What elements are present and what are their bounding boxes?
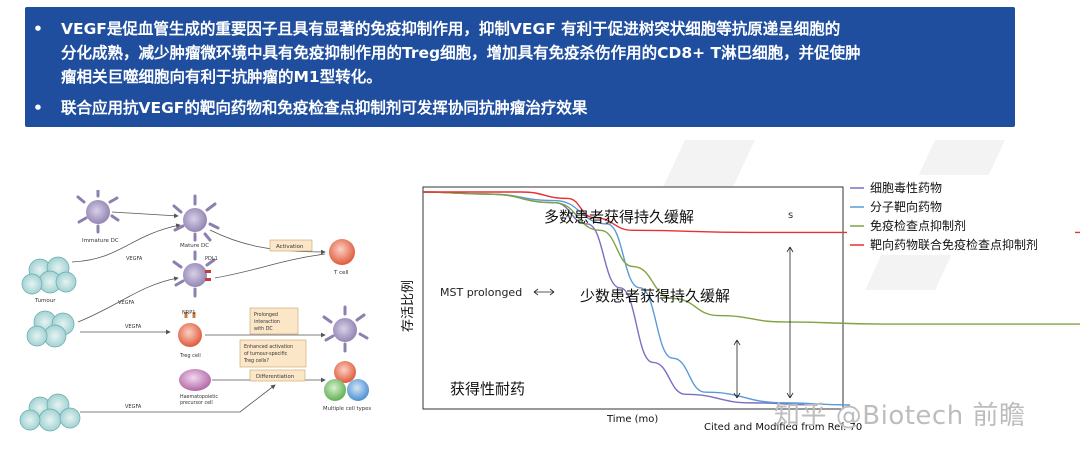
- differentiation-label: Differentiation: [256, 374, 294, 380]
- measure-arrow-1: [733, 339, 741, 399]
- t-cell: [329, 239, 355, 265]
- enhanced-line-3: Treg cells?: [243, 358, 269, 364]
- plot-frame: [422, 186, 844, 410]
- dc-cell-right: [322, 305, 369, 353]
- treg-label: Treg cell: [179, 353, 201, 359]
- vegfa-label-2: VEGFA: [118, 300, 135, 306]
- prolonged-line-2: interaction: [254, 319, 280, 325]
- bullet-1-line-1: VEGF是促血管生成的重要因子且具有显著的免疫抑制作用，抑制VEGF 有利于促进…: [61, 20, 841, 38]
- bullet-1-line-2: 分化成熟，减少肿瘤微环境中具有免疫抑制作用的Treg细胞，增加具有免疫杀伤作用的…: [61, 44, 861, 62]
- t-cell-label: T cell: [333, 270, 349, 276]
- mechanism-diagram: Tumour Immature DC Mature DC: [0, 188, 405, 435]
- s-label: s: [788, 210, 793, 221]
- vegfa-label-4: VEGFA: [125, 404, 142, 410]
- durable-most-label: 多数患者获得持久缓解: [544, 208, 694, 226]
- treg-cell: [178, 312, 202, 347]
- vegfa-label-3: VEGFA: [125, 324, 142, 330]
- bullet-2-text: 联合应用抗VEGF的靶向药物和免疫检查点抑制剂可发挥协同抗肿瘤治疗效果: [61, 99, 588, 117]
- x-axis-label: Time (mo): [606, 414, 658, 425]
- legend-label-2: 分子靶向药物: [870, 199, 942, 214]
- mature-dc-label: Mature DC: [180, 243, 209, 249]
- activation-box: [269, 239, 313, 252]
- enhanced-line-2: of tumour-specific: [244, 351, 288, 357]
- nrp1-label: NRP1: [182, 310, 195, 316]
- mature-dc-cell: [172, 194, 220, 242]
- multi-cell-red: [334, 361, 356, 383]
- y-axis-label: 存活比例: [401, 280, 416, 332]
- vegfa-label-1: VEGFA: [126, 256, 143, 262]
- mechanism-svg: Tumour Immature DC Mature DC: [19, 188, 371, 432]
- enhanced-line-1: Enhanced activation: [244, 344, 293, 350]
- multi-cell-blue: [347, 379, 369, 401]
- citation: Cited and Modified from Ref. 70: [704, 422, 862, 433]
- immature-dc-label: Immature DC: [82, 238, 119, 244]
- prolonged-box: [249, 307, 299, 335]
- haematopoietic-line-2: precursor cell: [180, 400, 213, 406]
- multiple-cells-label: Multiple cell types: [323, 406, 371, 412]
- legend-box: [847, 175, 1075, 255]
- activation-label: Activation: [276, 244, 304, 250]
- immature-dc-cell: [76, 188, 120, 234]
- mst-label: MST prolonged: [440, 286, 522, 299]
- differentiation-box: [249, 369, 306, 382]
- haematopoietic-line-1: Haematopoietic: [180, 394, 218, 400]
- measure-arrow-2: [786, 246, 794, 399]
- legend-label-1: 细胞毒性药物: [870, 181, 942, 195]
- resistance-label: 获得性耐药: [450, 380, 525, 398]
- chart-svg: MST prolonged 多数患者获得持久缓解 s 少数患者获得持久缓解 获得…: [401, 175, 1080, 433]
- info-banner: • VEGF是促血管生成的重要因子且具有显著的免疫抑制作用，抑制VEGF 有利于…: [25, 7, 1015, 127]
- survival-chart: MST prolonged 多数患者获得持久缓解 s 少数患者获得持久缓解 获得…: [392, 172, 1080, 461]
- tumour-cluster-2: [26, 310, 75, 348]
- legend-label-3: 免疫检查点抑制剂: [870, 218, 966, 233]
- enhanced-box: [239, 339, 307, 368]
- series-line-2: [422, 191, 851, 406]
- bullet-dot: •: [33, 20, 43, 38]
- tumour-cluster-3: [19, 393, 81, 432]
- prolonged-line-3: with DC: [254, 326, 273, 332]
- bullet-1-line-3: 瘤相关巨噬细胞向有利于抗肿瘤的M1型转化。: [61, 68, 382, 86]
- tumour-label: Tumour: [34, 298, 56, 304]
- pdl1-dc-cell: [172, 250, 216, 298]
- pdl1-label: PDL1: [205, 256, 218, 262]
- legend-label-4: 靶向药物联合免疫检查点抑制剂: [870, 237, 1038, 252]
- tumour-cluster-1: [21, 256, 77, 295]
- durable-few-label: 少数患者获得持久缓解: [580, 287, 730, 305]
- bullet-dot: •: [33, 99, 43, 117]
- watermark-text: 知乎 @Biotech 前瞻: [774, 401, 1026, 431]
- haematopoietic-cell: [179, 369, 211, 391]
- multi-cell-green: [324, 379, 346, 401]
- prolonged-line-1: Prolonged: [254, 312, 278, 318]
- series-line-3: [422, 191, 1080, 325]
